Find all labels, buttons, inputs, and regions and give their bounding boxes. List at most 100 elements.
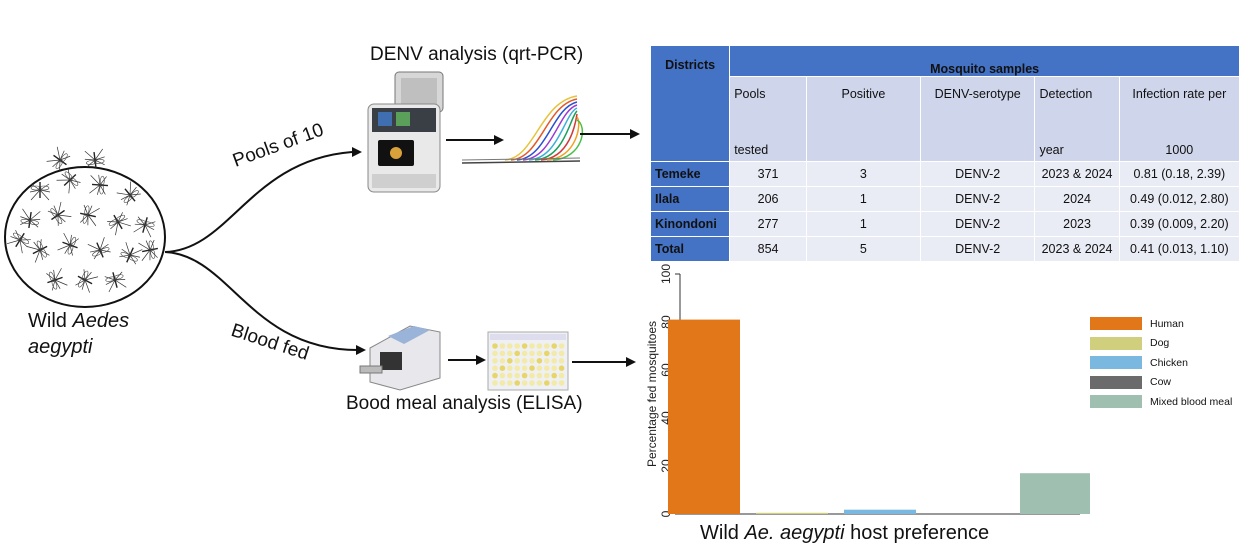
elisa-well (507, 380, 513, 386)
mosquito-icon (29, 182, 51, 201)
elisa-well (558, 350, 565, 357)
y-tick-label: 0 (659, 510, 673, 517)
blood-fed-arrowhead (356, 345, 366, 355)
districts-header: Districts (649, 45, 731, 162)
legend-label: Dog (1150, 337, 1170, 350)
bar-human (668, 319, 740, 514)
chart-title-species: Ae. aegypti (744, 522, 845, 544)
elisa-well (544, 372, 550, 379)
cell-serotype: DENV-2 (919, 211, 1036, 237)
wild-label-line1: Wild Aedes (28, 310, 129, 333)
elisa-well (551, 365, 557, 372)
cell-serotype: DENV-2 (919, 186, 1036, 212)
cell-year: 2023 & 2024 (1034, 236, 1120, 262)
elisa-well (521, 365, 528, 372)
pools-branch-line (164, 151, 353, 253)
legend-swatch (1090, 375, 1142, 389)
elisa-well (499, 365, 506, 372)
cell-district: Temeke (649, 161, 731, 187)
legend-swatch (1090, 336, 1142, 350)
aedes-text: Aedes (72, 310, 130, 332)
cell-rate: 0.41 (0.013, 1.10) (1118, 236, 1241, 262)
amplification-curve (522, 104, 578, 161)
legend-item: Human (1090, 314, 1232, 334)
mosquito-icon (6, 229, 31, 254)
column-header-bottom: 1000 (1165, 143, 1194, 157)
column-header: DENV-serotype (919, 76, 1036, 162)
mosquito-icon (119, 242, 143, 265)
elisa-well (514, 365, 520, 372)
cell-district: Ilala (649, 186, 731, 212)
elisa-well (499, 358, 506, 364)
elisa-well (536, 350, 543, 357)
mosquito-icon (107, 212, 131, 236)
cell-pools: 371 (729, 161, 807, 187)
column-header-top: Positive (841, 87, 886, 101)
elisa-well (536, 372, 543, 379)
mosquito-icon (133, 216, 156, 238)
elisa-well (521, 372, 528, 379)
legend-label: Chicken (1150, 356, 1188, 369)
mosquito-icon (56, 169, 81, 194)
bar-mixed-blood-meal (1020, 473, 1090, 514)
mosquito-icon (87, 237, 111, 260)
elisa-well (551, 350, 557, 357)
elisa-well (507, 372, 513, 379)
denv-analysis-label: DENV analysis (qrt-PCR) (370, 44, 584, 65)
blood-fed-branch-line (164, 251, 359, 351)
elisa-well (492, 350, 498, 357)
elisa-well (529, 372, 535, 379)
amplification-curve (510, 98, 578, 161)
amplification-curve (516, 101, 578, 161)
cell-serotype: DENV-2 (919, 236, 1036, 262)
baseline-curve (461, 157, 581, 161)
elisa-well (558, 343, 565, 349)
column-header-bottom: tested (734, 143, 769, 157)
pcr-machine-icon (367, 71, 444, 193)
elisa-well (551, 343, 557, 349)
column-header-top: DENV-serotype (934, 87, 1021, 101)
elisa-well (551, 372, 557, 379)
mosquito-samples-header: Mosquito samples (729, 45, 1240, 77)
elisa-well (492, 358, 498, 364)
pools-arrowhead (352, 147, 362, 157)
to-table-arrowhead (630, 129, 640, 139)
column-header-top: Pools (734, 87, 766, 101)
elisa-well (514, 372, 520, 379)
y-axis-label: Percentage fed mosquitoes (645, 321, 659, 467)
column-header-top: Detection (1039, 87, 1093, 101)
mosquito-icon (47, 201, 72, 226)
elisa-reader-icon (359, 325, 441, 391)
mosquito-icon (84, 148, 105, 169)
legend-label: Human (1150, 317, 1184, 330)
column-header: Positive (805, 76, 921, 162)
mosquito-sample-circle (4, 166, 166, 308)
cell-positive: 1 (805, 211, 921, 237)
pcr-arrowhead (494, 135, 504, 145)
elisa-well (558, 380, 565, 386)
column-header-stack: Pools tested (734, 81, 802, 157)
elisa-well (544, 365, 550, 372)
elisa-well (514, 343, 520, 349)
legend-item: Cow (1090, 373, 1232, 393)
elisa-well (521, 380, 528, 386)
to-chart-arrowhead (626, 357, 636, 367)
elisa-well (529, 358, 535, 364)
mosquito-icon (20, 208, 41, 229)
legend-item: Chicken (1090, 353, 1232, 373)
elisa-well (558, 365, 565, 372)
elisa-well (492, 343, 498, 349)
cell-district: Kinondoni (649, 211, 731, 237)
elisa-well (529, 380, 535, 386)
elisa-well (558, 372, 565, 379)
elisa-well (514, 358, 520, 364)
